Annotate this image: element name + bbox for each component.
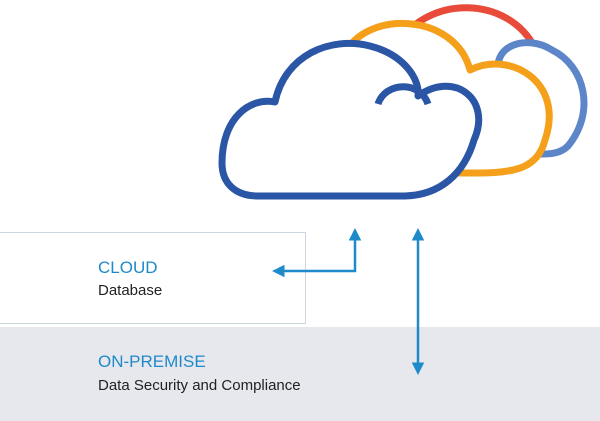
arrow-up-left-icon	[272, 228, 362, 278]
on-premise-band	[0, 327, 600, 421]
cloud-database-box	[0, 232, 306, 324]
cloud-icon	[218, 4, 588, 200]
cloud-subtitle: Database	[98, 282, 163, 299]
cloud-title: CLOUD	[98, 258, 158, 277]
cloud-front-blue-shape	[218, 39, 483, 200]
cloud-front-inner-curl	[374, 83, 432, 106]
on-premise-title: ON-PREMISE	[98, 352, 206, 371]
on-premise-subtitle: Data Security and Compliance	[98, 377, 301, 394]
arrows	[272, 228, 425, 375]
